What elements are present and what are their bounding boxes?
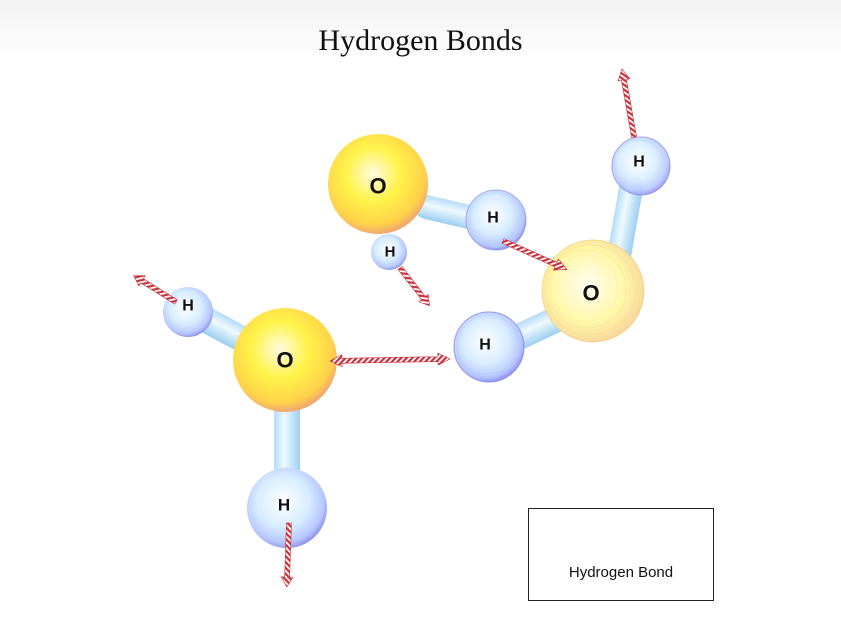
svg-text:H: H [182,298,194,315]
motion-arrow-hleft1 [133,275,178,305]
svg-text:H: H [633,154,645,171]
hbond-oleft-hright2 [329,352,451,368]
atom-o-left: O [233,308,337,412]
legend-box: Hydrogen Bond [528,508,714,601]
diagram-title: Hydrogen Bonds [318,24,523,57]
atom-o-top: O [328,134,428,234]
motion-arrow-hright1 [617,68,637,138]
svg-text:O: O [369,174,386,199]
motion-arrow-hleft2 [280,522,294,588]
motion-arrow-htop2 [397,266,430,307]
atom-h-top2: H [371,234,407,270]
legend-label: Hydrogen Bond [568,564,674,581]
atom-h-left2: H [247,468,327,548]
svg-text:H: H [278,496,290,515]
atom-h-top1: H [465,189,527,251]
svg-text:H: H [487,210,499,227]
atom-o-right: O [541,239,645,343]
svg-text:O: O [276,348,293,373]
atom-h-right2: H [453,311,525,383]
atom-h-left1: H [163,287,213,337]
hydrogen-bond-arrows [133,68,637,588]
svg-text:H: H [385,244,396,261]
atom-h-right1: H [611,136,671,196]
svg-text:H: H [479,337,491,354]
svg-text:O: O [582,281,599,306]
hbond-htop1-oright [501,238,568,271]
